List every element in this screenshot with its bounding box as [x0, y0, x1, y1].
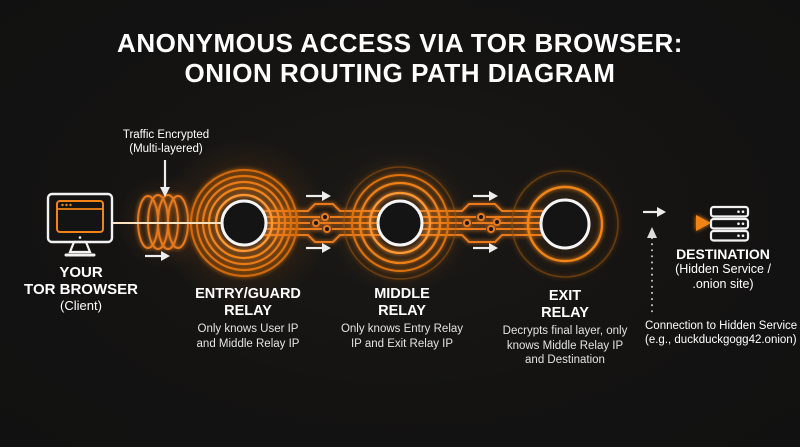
middle-relay-desc-line1: Only knows Entry Relay: [340, 323, 464, 335]
client-label-line3: (Client): [60, 298, 102, 313]
exit-relay-desc-line3: and Destination: [525, 354, 605, 366]
entry-relay-label: ENTRY/GUARD RELAY: [195, 286, 301, 319]
exit-relay-name-line1: EXIT: [548, 288, 582, 304]
entry-relay-name-line2: RELAY: [224, 302, 272, 319]
destination-name: DESTINATION: [676, 246, 770, 262]
middle-relay-label: MIDDLE RELAY: [374, 286, 430, 319]
client-label-line2: TOR BROWSER: [24, 280, 138, 298]
exit-relay-desc-line1: Decrypts final layer, only: [502, 325, 628, 337]
entry-relay-desc-line2: and Middle Relay IP: [196, 337, 300, 350]
entry-relay-desc: Only knows User IP and Middle Relay IP: [197, 322, 300, 351]
middle-relay-rings: [343, 166, 457, 280]
connection-note-pointer: [647, 227, 657, 315]
exit-relay-desc: Decrypts final layer, only knows Middle …: [503, 324, 628, 368]
exit-relay-desc-line2: knows Middle Relay IP: [506, 339, 624, 352]
middle-relay-name-line2: RELAY: [378, 302, 426, 319]
encryption-note-line1: Traffic Encrypted: [122, 129, 210, 141]
monitor-browser-icon: [46, 192, 114, 257]
connection-note: Connection to Hidden Service (e.g., duck…: [645, 320, 797, 347]
client-label: YOUR TOR BROWSER (Client): [24, 264, 138, 313]
destination-label: DESTINATION (Hidden Service / .onion sit…: [675, 246, 771, 292]
middle-relay-desc-line2: IP and Exit Relay IP: [350, 337, 454, 350]
destination-sub-line1: (Hidden Service /: [675, 262, 771, 276]
connection-note-line2: (e.g., duckduckgogg42.onion): [645, 333, 797, 346]
relay-node-circles: [220, 198, 591, 250]
server-stack-icon: [709, 205, 750, 242]
diagram-title-line1: ANONYMOUS ACCESS VIA TOR BROWSER:: [117, 28, 683, 58]
entry-relay-desc-line1: Only knows User IP: [197, 323, 299, 335]
encryption-note: Traffic Encrypted (Multi-layered): [123, 128, 209, 156]
encryption-note-line2: (Multi-layered): [129, 143, 203, 155]
destination-sub-line2: .onion site): [692, 277, 754, 291]
flow-arrows: [145, 160, 666, 261]
connection-note-line1: Connection to Hidden Service: [645, 320, 798, 332]
diagram-title-line2: ONION ROUTING PATH DIAGRAM: [184, 58, 616, 88]
entry-relay-name-line1: ENTRY/GUARD: [195, 286, 301, 302]
hidden-service-dotted-line: [591, 215, 711, 231]
circuit-trace-gap-2: [452, 203, 512, 243]
exit-relay-name-line2: RELAY: [541, 304, 589, 321]
exit-relay-label: EXIT RELAY: [541, 288, 589, 321]
client-label-line1: YOUR: [59, 264, 103, 281]
circuit-trace-gap-1: [300, 203, 348, 243]
middle-relay-name-line1: MIDDLE: [374, 286, 430, 302]
middle-relay-desc: Only knows Entry Relay IP and Exit Relay…: [341, 322, 463, 351]
